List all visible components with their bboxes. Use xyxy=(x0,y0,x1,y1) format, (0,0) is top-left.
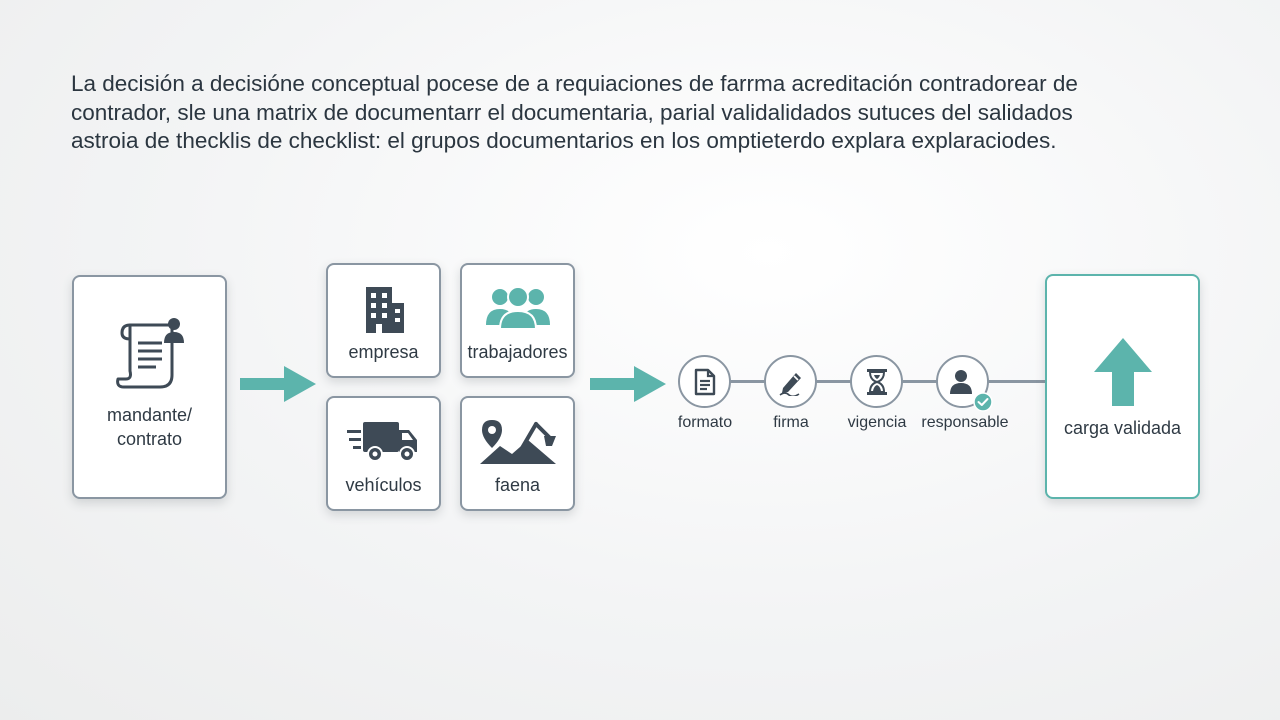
responsable-label: responsable xyxy=(921,414,1009,431)
truck-icon xyxy=(328,418,439,464)
intro-line: astroia de thecklis de checklist: el gru… xyxy=(71,128,1057,153)
hourglass-icon xyxy=(850,355,903,408)
vigencia-label: vigencia xyxy=(847,414,907,431)
carga-validada-card: carga validada xyxy=(1045,274,1200,499)
flow-arrow-icon xyxy=(240,366,316,402)
step-responsable xyxy=(936,355,993,412)
check-badge-icon xyxy=(973,392,993,412)
contrato-label-line: contrato xyxy=(116,429,183,449)
building-icon xyxy=(328,285,439,335)
document-icon xyxy=(678,355,731,408)
pen-icon xyxy=(764,355,817,408)
vehiculos-card: vehículos xyxy=(326,396,441,511)
people-icon xyxy=(462,285,573,331)
intro-line: contrador, sle una matrix de documentarr… xyxy=(71,99,1073,125)
formato-label: formato xyxy=(677,414,733,431)
intro-line: La decisión a decisióne conceptual poces… xyxy=(71,71,1078,96)
up-arrow-icon xyxy=(1047,338,1198,406)
flow-arrow-icon xyxy=(590,366,666,402)
user-check-icon xyxy=(936,355,993,412)
mandante-label: mandante/ contrato xyxy=(74,403,225,451)
step-firma xyxy=(764,355,818,409)
firma-label: firma xyxy=(773,414,809,431)
contract-user-icon xyxy=(74,315,225,397)
step-vigencia xyxy=(850,355,904,409)
empresa-label: empresa xyxy=(348,342,419,362)
faena-card: faena xyxy=(460,396,575,511)
mandante-label-line: mandante/ xyxy=(106,405,193,425)
carga-validada-label: carga validada xyxy=(1063,418,1182,438)
trabajadores-label: trabajadores xyxy=(467,342,568,362)
faena-label: faena xyxy=(494,475,541,495)
step-formato xyxy=(678,355,732,409)
mandante-contrato-card: mandante/ contrato xyxy=(72,275,227,499)
intro-text: La decisión a decisióne conceptual poces… xyxy=(71,70,1191,156)
trabajadores-card: trabajadores xyxy=(460,263,575,378)
empresa-card: empresa xyxy=(326,263,441,378)
worksite-icon xyxy=(462,418,573,466)
vehiculos-label: vehículos xyxy=(345,475,422,495)
